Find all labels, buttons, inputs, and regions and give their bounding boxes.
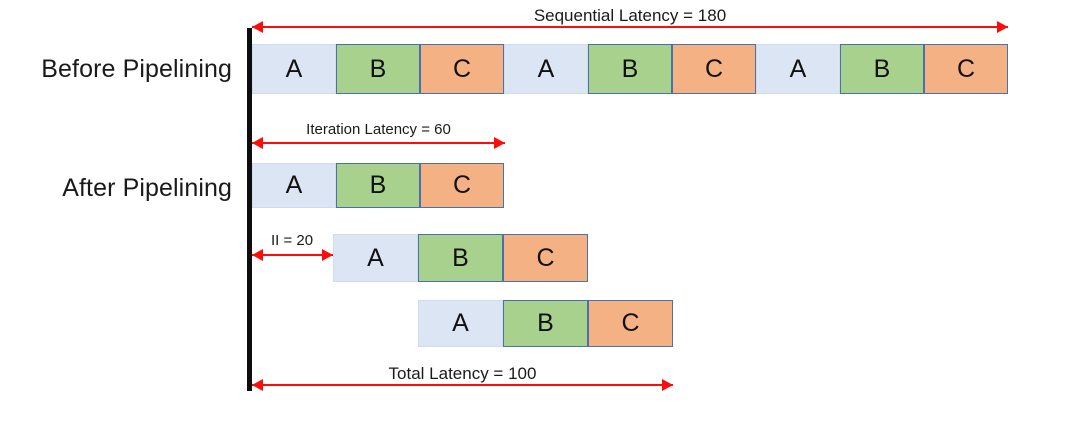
stage-box-a: A xyxy=(504,44,588,94)
arrow-head-right xyxy=(662,379,673,391)
stage-box-b: B xyxy=(840,44,924,94)
stage-box-b: B xyxy=(418,234,503,282)
stage-box-a: A xyxy=(333,234,418,282)
arrow-bar xyxy=(252,384,673,386)
stage-box-c: C xyxy=(420,163,504,208)
row-label-before-pipelining: Before Pipelining xyxy=(41,55,232,83)
arrow-bar xyxy=(252,26,1008,28)
arrow-head-left xyxy=(252,137,263,149)
arrow-bar xyxy=(252,142,505,144)
initiation-interval-arrow xyxy=(252,249,333,261)
total-latency-arrow xyxy=(252,379,673,391)
stage-box-b: B xyxy=(588,44,672,94)
total-latency-label: Total Latency = 100 xyxy=(388,364,537,383)
stage-row-after-iteration-2: A B C xyxy=(333,234,588,282)
arrow-head-right xyxy=(322,249,333,261)
stage-box-c: C xyxy=(924,44,1008,94)
stage-box-a: A xyxy=(756,44,840,94)
time-origin-axis xyxy=(247,28,252,391)
stage-box-b: B xyxy=(503,300,588,347)
arrow-head-left xyxy=(252,379,263,391)
stage-box-a: A xyxy=(252,163,336,208)
arrow-head-right xyxy=(997,21,1008,33)
row-label-after-pipelining: After Pipelining xyxy=(62,174,232,202)
stage-box-b: B xyxy=(336,163,420,208)
arrow-head-right xyxy=(494,137,505,149)
stage-box-c: C xyxy=(672,44,756,94)
stage-row-before-pipelining: A B C A B C A B C xyxy=(252,44,1008,94)
iteration-latency-label: Iteration Latency = 60 xyxy=(306,121,451,138)
stage-box-c: C xyxy=(503,234,588,282)
iteration-latency-arrow xyxy=(252,137,505,149)
arrow-head-left xyxy=(252,249,263,261)
arrow-bar xyxy=(252,254,333,256)
sequential-latency-label: Sequential Latency = 180 xyxy=(533,6,727,25)
stage-box-c: C xyxy=(588,300,673,347)
stage-row-after-iteration-1: A B C xyxy=(252,163,504,208)
stage-row-after-iteration-3: A B C xyxy=(418,300,673,347)
stage-box-a: A xyxy=(418,300,503,347)
arrow-head-left xyxy=(252,21,263,33)
initiation-interval-label: II = 20 xyxy=(270,232,314,249)
stage-box-a: A xyxy=(252,44,336,94)
stage-box-c: C xyxy=(420,44,504,94)
stage-box-b: B xyxy=(336,44,420,94)
sequential-latency-arrow xyxy=(252,21,1008,33)
